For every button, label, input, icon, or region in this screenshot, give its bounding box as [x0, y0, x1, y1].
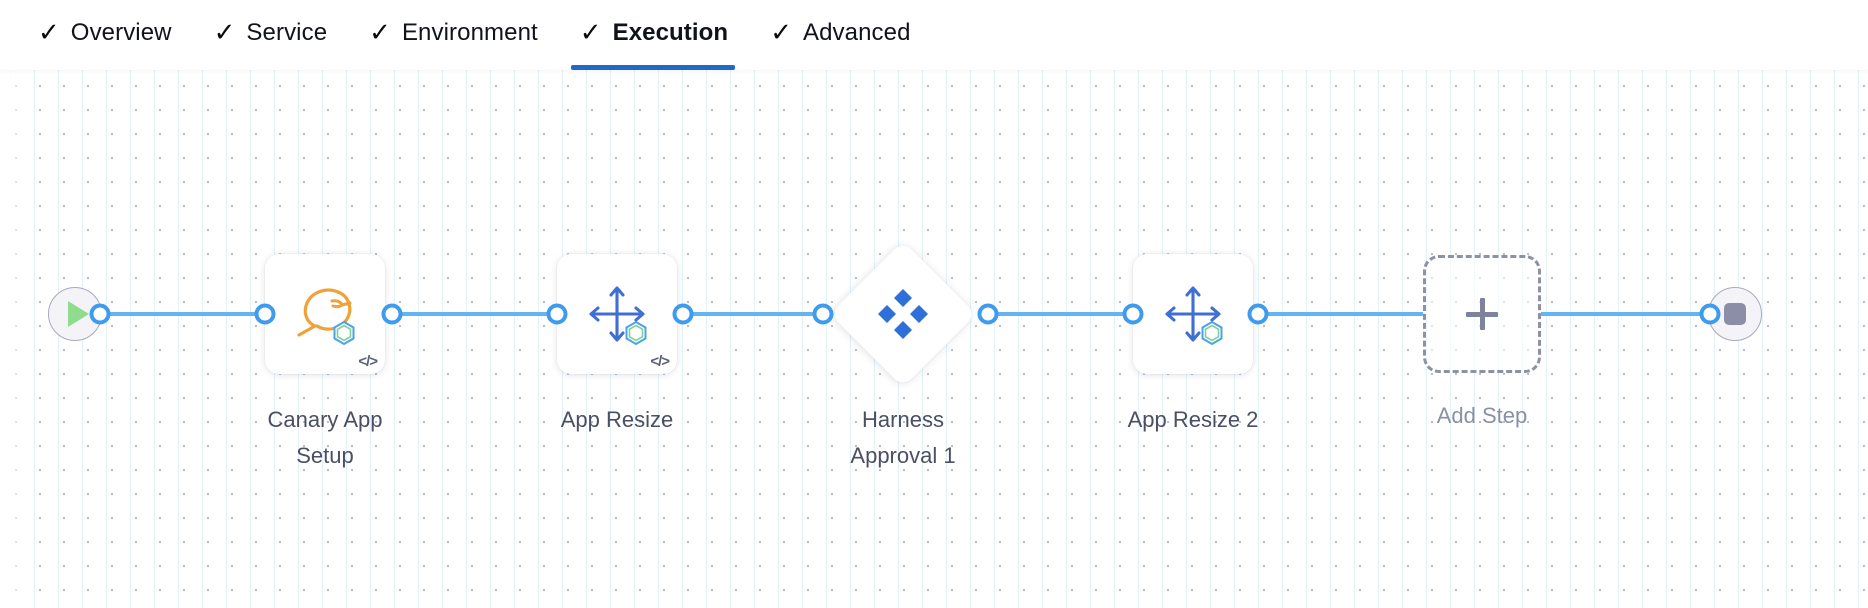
connector-dot[interactable] [1122, 303, 1144, 325]
step-node-app-resize[interactable]: </> [557, 254, 677, 374]
resize-arrows-icon [1165, 286, 1221, 342]
harness-diamond-icon [878, 289, 928, 339]
connector-dot[interactable] [381, 303, 403, 325]
tab-label: Service [246, 19, 328, 46]
connector-dot[interactable] [254, 303, 276, 325]
connector-line [988, 312, 1133, 316]
step-label-harness-approval-1: Harness Approval 1 [850, 407, 956, 468]
tab-execution[interactable]: ✓ Execution [568, 0, 758, 70]
connector-line [392, 312, 557, 316]
code-icon[interactable]: </> [358, 353, 378, 370]
connector-dot[interactable] [812, 303, 834, 325]
add-step-button[interactable] [1423, 255, 1541, 373]
check-icon: ✓ [213, 17, 236, 47]
add-step-label: Add Step [1436, 403, 1528, 428]
plus-icon [1479, 298, 1485, 330]
canary-bird-icon [297, 288, 352, 337]
stop-icon [1724, 303, 1746, 325]
tab-label: Overview [70, 19, 172, 46]
step-label-app-resize-2: App Resize 2 [1127, 407, 1259, 432]
connector-line [100, 312, 265, 316]
connector-line [1258, 312, 1423, 316]
connector-dot[interactable] [1699, 303, 1721, 325]
connector-dot[interactable] [977, 303, 999, 325]
connector-line [683, 312, 823, 316]
tab-label: Environment [401, 19, 538, 46]
connector-dot[interactable] [546, 303, 568, 325]
tab-service[interactable]: ✓ Service [202, 0, 358, 70]
check-icon: ✓ [579, 17, 602, 47]
hexagon-badge-icon [625, 320, 647, 346]
connector-dot[interactable] [89, 303, 111, 325]
step-label-canary-app-setup: Canary App Setup [267, 407, 383, 468]
play-icon [67, 301, 89, 327]
hexagon-badge-icon [333, 320, 355, 346]
tab-advanced[interactable]: ✓ Advanced [758, 0, 940, 70]
step-node-app-resize-2[interactable] [1133, 254, 1253, 374]
check-icon: ✓ [369, 17, 391, 47]
resize-arrows-icon [589, 286, 645, 342]
tab-environment[interactable]: ✓ Environment [357, 0, 568, 70]
connector-dot[interactable] [672, 303, 694, 325]
code-icon[interactable]: </> [650, 353, 670, 370]
connector-dot[interactable] [1247, 303, 1269, 325]
step-label-app-resize: App Resize [560, 407, 674, 432]
check-icon: ✓ [770, 17, 792, 47]
tab-label: Advanced [802, 19, 911, 46]
step-node-canary-app-setup[interactable]: </> [265, 254, 385, 374]
pipeline-stage-tabs: ✓ Overview ✓ Service ✓ Environment ✓ Exe… [0, 0, 1868, 70]
pipeline-canvas[interactable]: </> </> [0, 68, 1868, 608]
connector-line [1541, 312, 1710, 316]
check-icon: ✓ [38, 17, 60, 47]
tab-label: Execution [612, 19, 729, 46]
hexagon-badge-icon [1201, 320, 1223, 346]
tab-overview[interactable]: ✓ Overview [26, 0, 202, 70]
